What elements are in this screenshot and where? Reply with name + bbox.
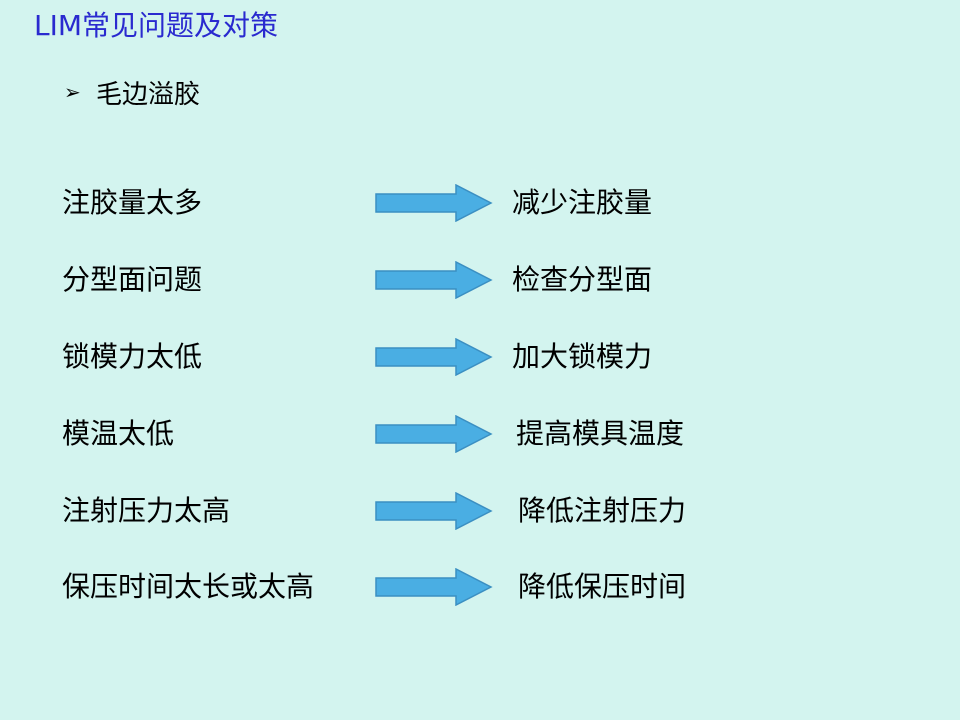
problem-row: 锁模力太低 加大锁模力 <box>0 337 960 377</box>
problem-row: 模温太低 提高模具温度 <box>0 414 960 454</box>
problem-row: 注射压力太高 降低注射压力 <box>0 491 960 531</box>
problem-solution: 降低注射压力 <box>518 494 687 527</box>
right-arrow-icon <box>375 338 493 376</box>
right-arrow-icon <box>375 184 493 222</box>
section-heading: ➢ 毛边溢胶 <box>64 74 200 110</box>
problem-cause: 分型面问题 <box>62 263 203 296</box>
right-arrow-icon <box>375 415 493 453</box>
right-arrow-icon <box>375 492 493 530</box>
right-arrow-icon <box>375 261 493 299</box>
problem-solution: 检查分型面 <box>512 263 653 296</box>
problem-solution: 降低保压时间 <box>518 570 687 603</box>
problem-cause: 保压时间太长或太高 <box>62 570 315 603</box>
problem-row: 保压时间太长或太高 降低保压时间 <box>0 567 960 607</box>
problem-cause: 锁模力太低 <box>62 340 203 373</box>
problem-row: 分型面问题 检查分型面 <box>0 260 960 300</box>
section-heading-text: 毛边溢胶 <box>96 79 201 110</box>
slide-title: LIM常见问题及对策 <box>34 9 279 42</box>
problem-solution: 提高模具温度 <box>516 417 685 450</box>
problem-solution: 加大锁模力 <box>512 340 653 373</box>
problem-solution: 减少注胶量 <box>512 186 653 219</box>
problem-row: 注胶量太多 减少注胶量 <box>0 183 960 223</box>
bullet-arrow-icon: ➢ <box>64 80 81 104</box>
problem-cause: 注胶量太多 <box>62 186 203 219</box>
right-arrow-icon <box>375 568 493 606</box>
problem-cause: 注射压力太高 <box>62 494 231 527</box>
problem-cause: 模温太低 <box>62 417 175 450</box>
